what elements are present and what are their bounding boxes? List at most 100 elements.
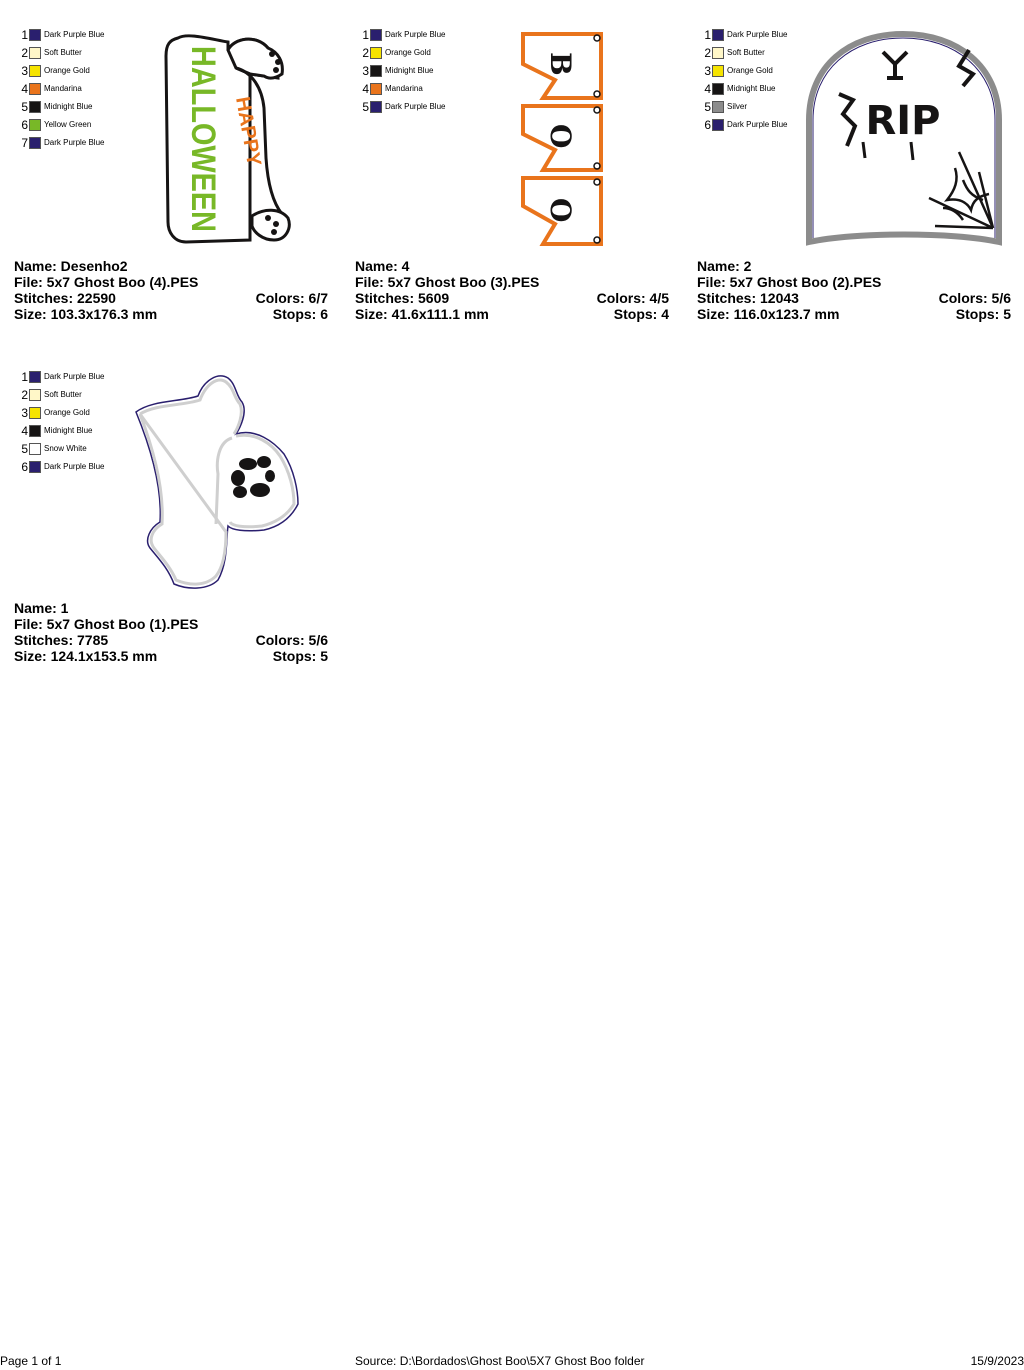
color-name: Midnight Blue [727, 84, 776, 93]
color-swatch [29, 389, 41, 401]
legend-number: 3 [21, 64, 28, 78]
color-name: Dark Purple Blue [44, 372, 105, 381]
design-info: Name: 4 File: 5x7 Ghost Boo (3).PES Stit… [355, 258, 669, 322]
stitch-count: Stitches: 7785 [14, 632, 109, 648]
ghost-face [231, 456, 275, 498]
color-swatch [370, 47, 382, 59]
color-swatch [29, 83, 41, 95]
color-name: Midnight Blue [385, 66, 434, 75]
color-count: Colors: 5/6 [938, 290, 1011, 306]
color-swatch [29, 101, 41, 113]
legend-number: 4 [21, 424, 28, 438]
color-swatch [29, 425, 41, 437]
color-name: Dark Purple Blue [727, 30, 788, 39]
color-swatch [29, 371, 41, 383]
color-swatch [29, 47, 41, 59]
color-swatch [712, 101, 724, 113]
color-name: Dark Purple Blue [385, 30, 446, 39]
design-name: Name: 2 [697, 258, 752, 274]
tombstone-inner-line [812, 37, 996, 238]
legend-number: 2 [21, 388, 28, 402]
design-info: Name: Desenho2 File: 5x7 Ghost Boo (4).P… [14, 258, 328, 322]
print-date: 15/9/2023 [970, 1354, 1024, 1368]
banner-letter-o2: O [544, 198, 577, 222]
legend-row: 5 Midnight Blue [16, 98, 104, 116]
color-swatch [370, 101, 382, 113]
color-name: Mandarina [385, 84, 423, 93]
color-name: Snow White [44, 444, 87, 453]
color-name: Dark Purple Blue [44, 462, 105, 471]
stop-count: Stops: 5 [955, 306, 1011, 322]
legend-row: 3 Midnight Blue [357, 62, 445, 80]
banner-o1: O [521, 104, 603, 172]
color-swatch [29, 65, 41, 77]
stop-count: Stops: 4 [613, 306, 669, 322]
color-name: Silver [727, 102, 748, 111]
spider-web [928, 151, 995, 230]
ghost-hand-bottom [250, 208, 291, 242]
design-size: Size: 103.3x176.3 mm [14, 306, 158, 322]
color-swatch [712, 47, 724, 59]
cross-mark [861, 141, 915, 161]
color-name: Dark Purple Blue [727, 120, 788, 129]
crack-left [838, 92, 858, 147]
legend-number: 2 [362, 46, 369, 60]
design-file: File: 5x7 Ghost Boo (2).PES [697, 274, 882, 290]
legend-number: 1 [21, 370, 28, 384]
tombstone-outline [806, 30, 1002, 246]
color-swatch [29, 29, 41, 41]
legend-number: 5 [704, 100, 711, 114]
legend-number: 5 [21, 100, 28, 114]
legend-row: 1 Dark Purple Blue [16, 368, 104, 386]
ghost-applique-edge [138, 378, 296, 586]
design-name: Name: 4 [355, 258, 410, 274]
color-swatch [712, 119, 724, 131]
color-swatch [29, 461, 41, 473]
design-name: Name: Desenho2 [14, 258, 128, 274]
color-name: Dark Purple Blue [385, 102, 446, 111]
legend-number: 4 [21, 82, 28, 96]
stitch-count: Stitches: 5609 [355, 290, 450, 306]
design-preview-ghost [135, 375, 299, 589]
color-swatch [29, 137, 41, 149]
color-name: Orange Gold [44, 408, 90, 417]
design-file: File: 5x7 Ghost Boo (3).PES [355, 274, 540, 290]
design-info: Name: 1 File: 5x7 Ghost Boo (1).PES Stit… [14, 600, 328, 664]
design-preview-halloween: HALLOWEEN HAPPY [164, 34, 291, 244]
color-name: Midnight Blue [44, 102, 93, 111]
design-info: Name: 2 File: 5x7 Ghost Boo (2).PES Stit… [697, 258, 1011, 322]
crack-top [881, 50, 909, 80]
color-name: Orange Gold [44, 66, 90, 75]
banner-b: B [521, 32, 603, 100]
ghost-arm-curve [214, 436, 233, 525]
design-preview-tombstone: RIP [806, 30, 1002, 246]
color-name: Soft Butter [727, 48, 765, 57]
banner-letter-o1: O [544, 124, 577, 148]
legend-number: 1 [21, 28, 28, 42]
legend-row: 5 Silver [699, 98, 787, 116]
design-size: Size: 124.1x153.5 mm [14, 648, 158, 664]
color-name: Orange Gold [727, 66, 773, 75]
stop-count: Stops: 5 [272, 648, 328, 664]
color-name: Dark Purple Blue [44, 138, 105, 147]
legend-number: 3 [362, 64, 369, 78]
color-swatch [29, 443, 41, 455]
